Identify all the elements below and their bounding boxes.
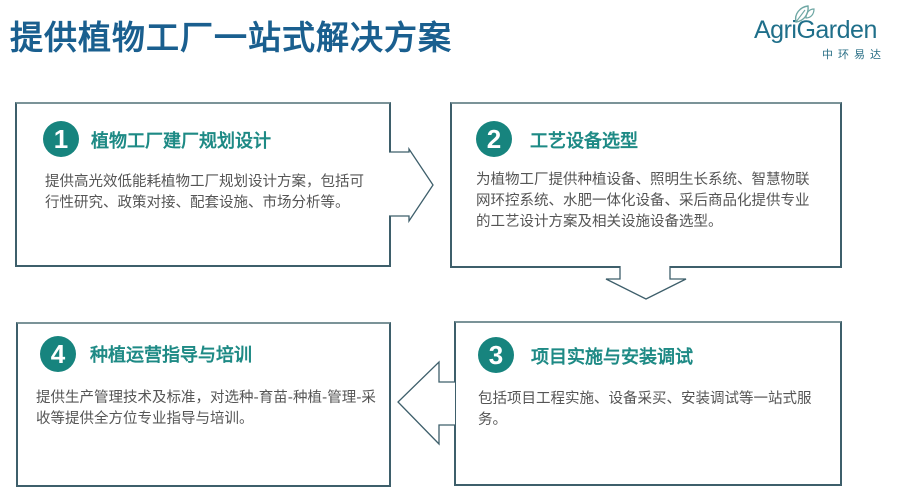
step-title: 植物工厂建厂规划设计 <box>91 131 271 152</box>
step-title: 工艺设备选型 <box>530 131 638 152</box>
step-description: 提供高光效低能耗植物工厂规划设计方案，包括可行性研究、政策对接、配套设施、市场分… <box>45 174 364 211</box>
step-number-badge: 1 <box>43 121 79 157</box>
arrow-down-icon <box>605 266 687 300</box>
step-title: 项目实施与安装调试 <box>531 347 693 368</box>
arrow-left-icon <box>397 360 455 446</box>
step-description: 包括项目工程实施、设备采买、安装调试等一站式服务。 <box>478 391 812 428</box>
step-description: 为植物工厂提供种植设备、照明生长系统、智慧物联网环控系统、水肥一体化设备、采后商… <box>476 172 810 230</box>
step-number-badge: 2 <box>476 121 512 157</box>
logo-brand: AgriGarden <box>754 16 877 44</box>
step-card-2: 2 工艺设备选型 为植物工厂提供种植设备、照明生长系统、智慧物联网环控系统、水肥… <box>450 102 842 268</box>
step-title: 种植运营指导与培训 <box>90 345 252 366</box>
logo-subtitle: 中环易达 <box>822 48 886 61</box>
step-card-4: 4 种植运营指导与培训 提供生产管理技术及标准，对选种-育苗-种植-管理-采收等… <box>16 322 391 487</box>
leaf-icon <box>794 5 815 23</box>
step-number-badge: 4 <box>40 336 76 372</box>
step-card-3: 3 项目实施与安装调试 包括项目工程实施、设备采买、安装调试等一站式服务。 <box>454 321 842 486</box>
step-description: 提供生产管理技术及标准，对选种-育苗-种植-管理-采收等提供全方位专业指导与培训… <box>36 390 376 427</box>
arrow-right-icon <box>389 146 434 224</box>
step-number-badge: 3 <box>478 337 514 373</box>
page-title: 提供植物工厂一站式解决方案 <box>10 18 452 57</box>
step-card-1: 1 植物工厂建厂规划设计 提供高光效低能耗植物工厂规划设计方案，包括可行性研究、… <box>15 102 391 267</box>
logo: AgriGarden 中环易达 <box>752 2 892 64</box>
